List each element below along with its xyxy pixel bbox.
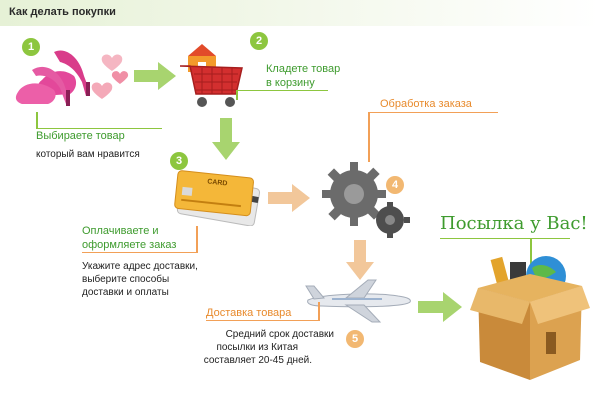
step-5-title: Доставка товара: [206, 307, 292, 319]
step-3-title-line-2: оформляете заказ: [82, 239, 177, 251]
step-1-number: 1: [22, 38, 40, 56]
shoes-icon: [15, 50, 129, 106]
step-2-callout-line: [236, 90, 238, 100]
step-3-description-line-1: Укажите адрес доставки,: [82, 261, 198, 272]
step-1-description: который вам нравится: [36, 149, 140, 160]
step-4-callout-line: [368, 112, 370, 162]
step-5-description-line-1: Средний срок доставки: [225, 329, 334, 340]
step-3-underline: [82, 252, 198, 253]
step-2-title-line-2: в корзину: [266, 77, 315, 89]
step-3-description-line-2: выберите способы: [82, 274, 170, 285]
step-1-callout-line: [36, 112, 38, 128]
arrow-down-icon: [346, 240, 374, 280]
result-underline: [440, 238, 570, 239]
arrow-right-icon: [134, 62, 176, 90]
step-5-description-line-3: составляет 20-45 дней.: [203, 355, 312, 366]
step-3-description-line-3: доставки и оплаты: [82, 287, 169, 298]
step-4-underline: [368, 112, 498, 113]
step-5-description-line-2: посылки из Китая: [216, 342, 298, 353]
step-5-underline: [206, 320, 318, 321]
shopping-cart-icon: [180, 44, 243, 107]
header-bar: Как делать покупки: [0, 0, 600, 26]
step-2-underline: [236, 90, 328, 91]
arrow-right-icon: [418, 292, 462, 322]
arrow-down-icon: [212, 118, 240, 160]
step-3-callout-line: [196, 226, 198, 252]
credit-card-icon: CARD: [174, 170, 261, 226]
airplane-icon: [305, 279, 411, 323]
step-2-title-line-1: Кладете товар: [266, 63, 341, 75]
step-4-title: Обработка заказа: [380, 98, 472, 110]
step-2-number: 2: [250, 32, 268, 50]
card-label-text: CARD: [207, 178, 228, 187]
step-3-number: 3: [170, 152, 188, 170]
step-1-underline: [36, 128, 162, 129]
arrow-right-icon: [268, 184, 310, 212]
package-box-icon: [470, 256, 590, 380]
page-title: Как делать покупки: [9, 6, 116, 18]
step-5-number: 5: [346, 330, 364, 348]
result-title: Посылка у Вас!: [440, 213, 588, 234]
gears-icon: [322, 162, 410, 238]
step-1-title: Выбираете товар: [36, 130, 125, 142]
step-3-title-line-1: Оплачиваете и: [82, 225, 159, 237]
step-5-callout-line: [318, 302, 320, 321]
step-4-number: 4: [386, 176, 404, 194]
